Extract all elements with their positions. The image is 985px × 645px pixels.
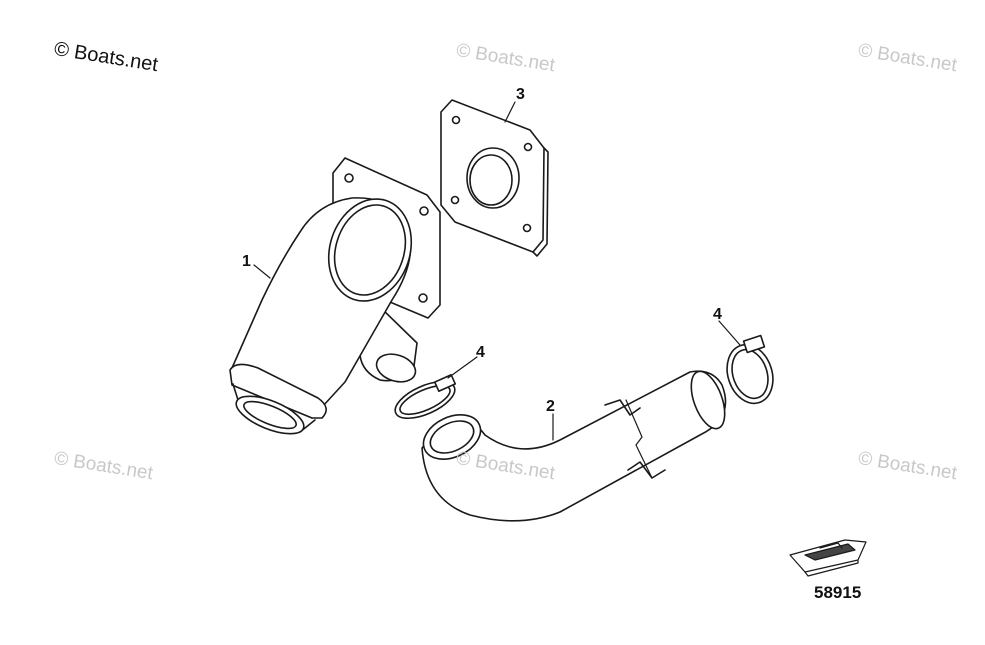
- clamp-right-part-4: [726, 334, 774, 405]
- reference-number: 58915: [814, 583, 862, 602]
- callout-1: 1: [242, 253, 251, 270]
- callout-2: 2: [546, 398, 555, 415]
- boat-icon: [789, 539, 867, 577]
- leader-lines: [253, 101, 741, 441]
- callout-3: 3: [516, 86, 525, 103]
- elbow-part-1: [229, 157, 441, 435]
- gasket-part-3: [440, 99, 549, 257]
- callout-4-right: 4: [713, 306, 722, 323]
- callout-4-left: 4: [476, 344, 485, 361]
- clamp-left-part-4: [394, 373, 457, 420]
- hose-part-2: [421, 370, 727, 522]
